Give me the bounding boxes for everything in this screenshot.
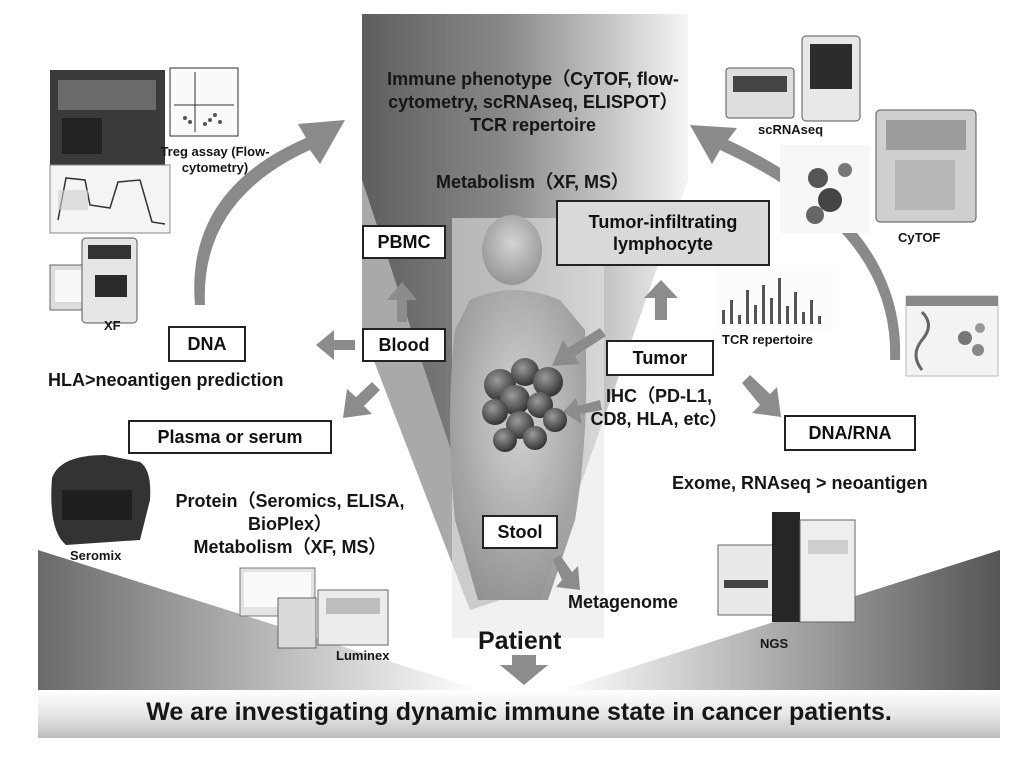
seromix-device bbox=[51, 455, 151, 545]
dna-rna-box: DNA/RNA bbox=[784, 415, 916, 451]
patient-text: Patient bbox=[478, 627, 562, 655]
immune-line-2: cytometry, scRNAseq, ELISPOT） bbox=[388, 92, 678, 112]
banner-text: We are investigating dynamic immune stat… bbox=[146, 698, 892, 726]
immune-line-1: Immune phenotype（CyTOF, flow- bbox=[387, 69, 679, 89]
exome-text: Exome, RNAseq > neoantigen bbox=[672, 473, 928, 493]
neoantigen-image bbox=[905, 295, 999, 377]
left-wedge bbox=[38, 550, 480, 690]
metagenome-text: Metagenome bbox=[568, 592, 679, 612]
protein-line-1: Protein（Seromics, ELISA, bbox=[175, 491, 405, 511]
til-box: Tumor-infiltrating lymphocyte bbox=[556, 200, 770, 266]
treg-label: Treg assay (Flow- cytometry) bbox=[150, 144, 280, 176]
til-line-2: lymphocyte bbox=[612, 234, 714, 254]
seromix-label: Seromix bbox=[70, 548, 122, 563]
immune-line-3: TCR repertoire bbox=[469, 115, 597, 135]
network-image bbox=[780, 145, 870, 233]
plasma-box: Plasma or serum bbox=[128, 420, 332, 454]
xf-device bbox=[49, 237, 138, 324]
treg-plot bbox=[169, 67, 239, 137]
treg-line-2: cytometry) bbox=[181, 160, 249, 175]
arrow-stool-down bbox=[553, 555, 580, 590]
right-curved-arrow bbox=[690, 125, 901, 360]
immune-phenotype-text: Immune phenotype（CyTOF, flow- cytometry,… bbox=[368, 68, 698, 137]
tumor-box: Tumor bbox=[606, 340, 714, 376]
treg-line-1: Treg assay (Flow- bbox=[160, 144, 270, 159]
metabolism-top-text: Metabolism（XF, MS） bbox=[436, 172, 630, 192]
hla-text: HLA>neoantigen prediction bbox=[48, 370, 284, 390]
xf-label: XF bbox=[104, 318, 121, 333]
pbmc-box: PBMC bbox=[362, 225, 446, 259]
scrnaseq-device bbox=[725, 35, 861, 122]
ihc-line-2: CD8, HLA, etc） bbox=[590, 409, 728, 429]
metabolism-bottom: Metabolism（XF, MS） bbox=[193, 537, 387, 557]
ihc-line-1: IHC（PD-L1, bbox=[605, 386, 712, 406]
protein-line-2: BioPlex） bbox=[247, 514, 333, 534]
left-curved-arrow bbox=[194, 120, 345, 305]
til-line-1: Tumor-infiltrating bbox=[588, 212, 738, 232]
arrow-to-body-lower bbox=[563, 398, 602, 424]
tcr-chart bbox=[715, 265, 833, 330]
arrow-blood-to-dna bbox=[316, 330, 355, 360]
ocr-plot bbox=[49, 164, 171, 234]
stool-box: Stool bbox=[482, 515, 558, 549]
ngs-label: NGS bbox=[760, 636, 789, 651]
arrow-tumor-to-dnarna bbox=[742, 375, 781, 417]
luminex-label: Luminex bbox=[336, 648, 390, 663]
scrnaseq-label: scRNAseq bbox=[758, 122, 824, 137]
tcr-label: TCR repertoire bbox=[722, 332, 814, 347]
arrow-patient-down bbox=[500, 655, 548, 685]
ihc-text: IHC（PD-L1, CD8, HLA, etc） bbox=[584, 385, 734, 431]
cytof-label: CyTOF bbox=[898, 230, 941, 245]
arrow-blood-to-plasma bbox=[343, 382, 380, 418]
ngs-device bbox=[717, 512, 856, 623]
arrow-to-body-upper bbox=[552, 328, 606, 366]
blood-box: Blood bbox=[362, 328, 446, 362]
protein-text: Protein（Seromics, ELISA, BioPlex） Metabo… bbox=[150, 490, 430, 559]
dna-box: DNA bbox=[168, 326, 246, 362]
tumor-cells bbox=[482, 358, 567, 452]
arrow-blood-to-pbmc bbox=[387, 282, 417, 322]
luminex-device bbox=[239, 567, 389, 649]
flow-cytometer-photo bbox=[50, 70, 165, 165]
cytof-device bbox=[875, 109, 977, 223]
arrow-tumor-to-til bbox=[644, 280, 678, 320]
banner-background bbox=[38, 690, 1000, 738]
